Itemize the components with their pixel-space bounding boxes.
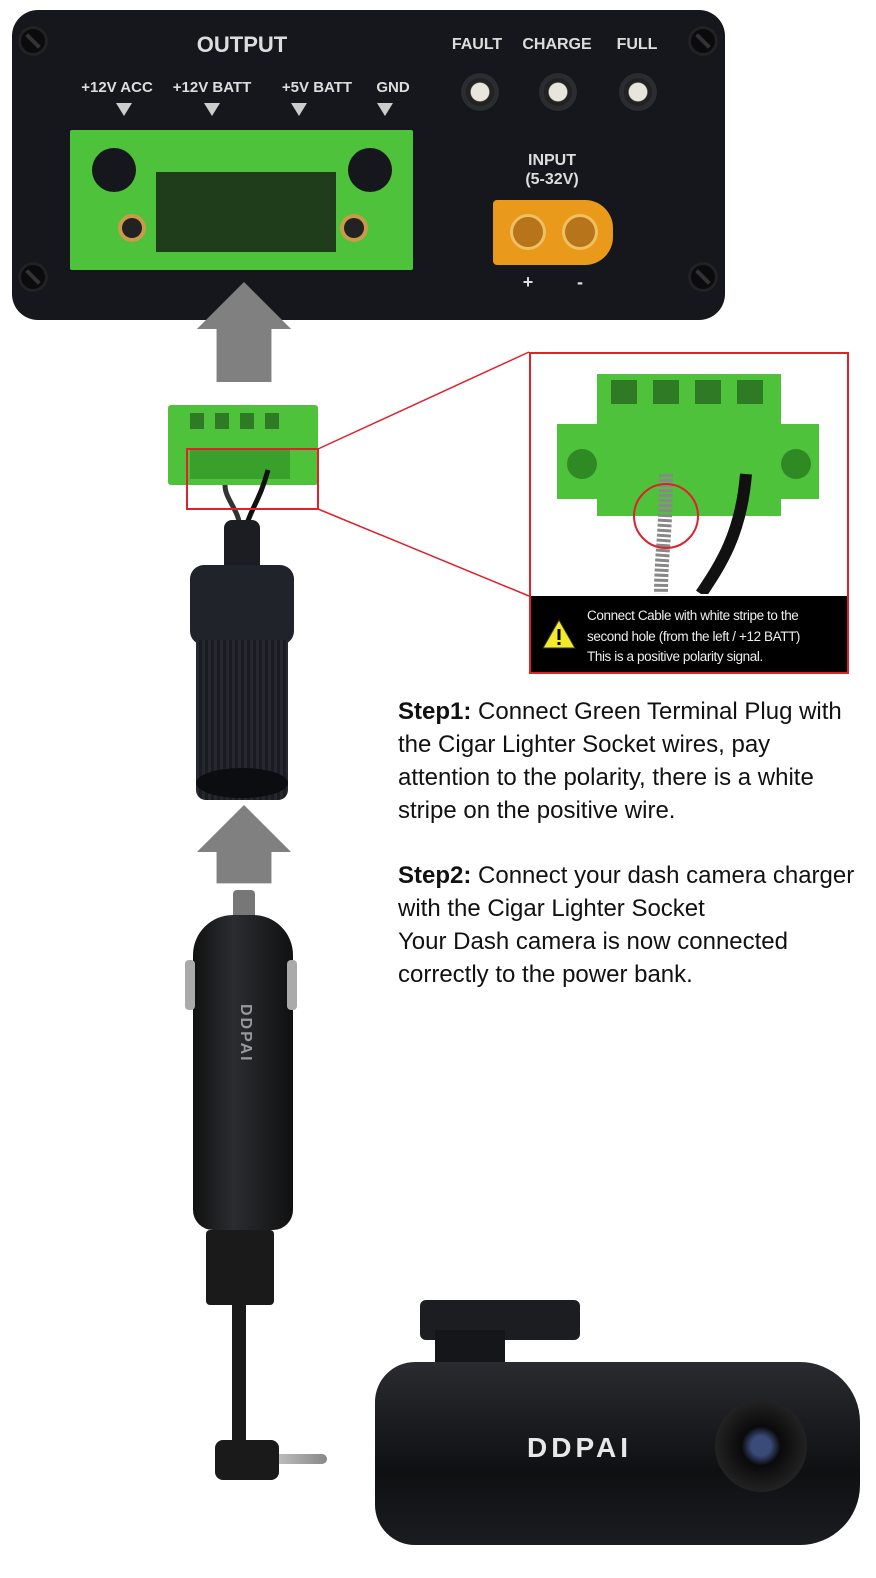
warning-line-2: second hole (from the left / +12 BATT) (587, 628, 801, 644)
step-2-text: Connect your dash camera charger with th… (398, 862, 855, 922)
input-range-label: (5-32V) (525, 171, 579, 188)
pin-arrow-icon (204, 103, 220, 116)
warning-triangle-icon (542, 618, 576, 649)
polarity-plus: + (522, 272, 534, 292)
step-1: Step1: Connect Green Terminal Plug with … (398, 695, 868, 827)
power-bank-panel: OUTPUT +12V ACC +12V BATT +5V BATT GND F… (12, 10, 725, 320)
audio-jack-plug (215, 1440, 279, 1480)
step-1-text: Connect Green Terminal Plug with the Cig… (398, 698, 842, 824)
led-label-charge: CHARGE (522, 36, 592, 53)
pin-label-gnd: GND (376, 79, 410, 96)
dash-camera: DDPAI (375, 1300, 860, 1545)
audio-jack-tip (279, 1454, 327, 1464)
pin-arrow-icon (377, 103, 393, 116)
arrow-up-icon (196, 805, 292, 884)
usb-plug (206, 1230, 274, 1305)
step-2-extra: Your Dash camera is now connected correc… (398, 928, 788, 988)
input-label: INPUT (528, 152, 576, 169)
arrow-up-icon (196, 282, 292, 382)
warning-line-1: Connect Cable with white stripe to the (587, 608, 799, 623)
output-label: OUTPUT (196, 32, 288, 57)
pin-arrow-icon (291, 103, 307, 116)
pin-label-5v-batt: +5V BATT (281, 79, 353, 96)
step-2-title: Step2: (398, 862, 472, 889)
camera-logo: DDPAI (527, 1432, 633, 1463)
zoom-callout: Connect Cable with white stripe to the s… (529, 352, 849, 674)
output-terminal-block (70, 130, 413, 270)
car-charger: DDPAI (185, 890, 300, 1230)
fault-led-icon (466, 78, 494, 106)
step-1-title: Step1: (398, 698, 472, 725)
step-2: Step2: Connect your dash camera charger … (398, 859, 868, 991)
cable (232, 1300, 246, 1440)
pin-label-12v-acc: +12V ACC (81, 79, 153, 96)
led-label-full: FULL (616, 36, 658, 53)
pin-label-12v-batt: +12V BATT (172, 79, 252, 96)
terminal-flange (557, 424, 819, 499)
screw-icon (18, 26, 48, 56)
screw-icon (18, 262, 48, 292)
xt60-input-connector (493, 200, 613, 265)
charger-logo: DDPAI (237, 1004, 254, 1063)
polarity-minus: - (577, 272, 583, 292)
full-led-icon (624, 78, 652, 106)
led-label-fault: FAULT (451, 36, 503, 53)
charge-led-icon (544, 78, 572, 106)
terminal-plug (168, 405, 318, 485)
warning-line-3: This is a positive polarity signal. (587, 649, 763, 664)
warning-caption: Connect Cable with white stripe to the s… (531, 596, 847, 672)
screw-icon (688, 26, 718, 56)
screw-icon (688, 262, 718, 292)
pin-arrow-icon (116, 103, 132, 116)
cigar-lighter-socket (186, 520, 298, 805)
